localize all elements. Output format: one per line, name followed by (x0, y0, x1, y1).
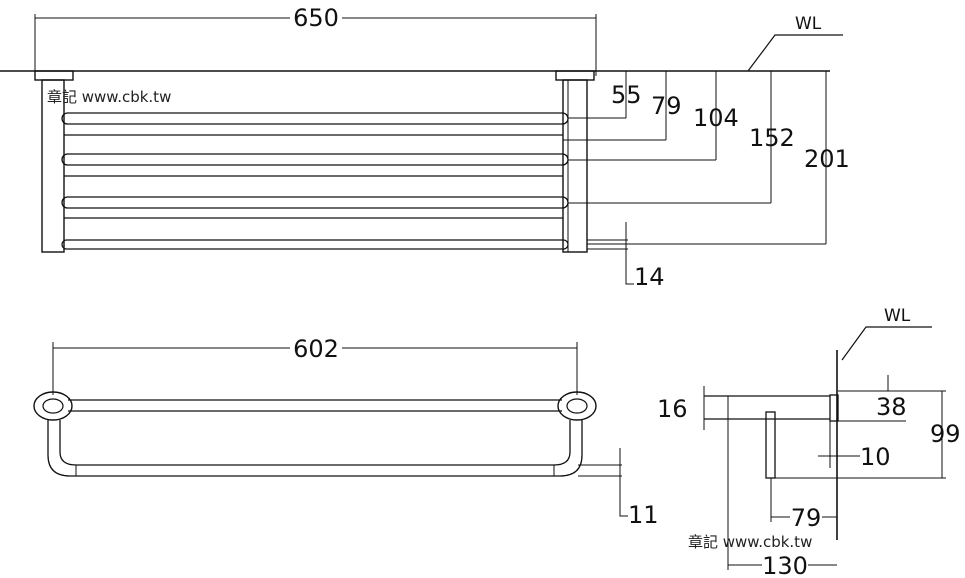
flange-right (557, 391, 597, 421)
post-right (562, 79, 588, 253)
height-79-label: 79 (651, 92, 682, 120)
front-view: WL 650 55 79 104 152 (0, 4, 850, 291)
height-201-label: 201 (804, 145, 850, 173)
offset-11-label: 11 (628, 501, 659, 529)
side-wl-leader (841, 326, 932, 361)
hanging-bar (765, 411, 776, 479)
flange-left-inner (42, 398, 64, 414)
width-650-label: 650 (293, 4, 339, 32)
side-130-label: 130 (762, 552, 808, 578)
height-152-label: 152 (749, 124, 795, 152)
bar-3 (61, 196, 569, 209)
bottom-14-label: 14 (634, 263, 665, 291)
bar-4 (61, 239, 569, 250)
bar-1 (61, 112, 569, 125)
width-602-label: 602 (293, 335, 339, 363)
post-left (41, 79, 65, 253)
bottom-view: 602 11 (33, 335, 659, 529)
flange-left (33, 391, 73, 421)
side-38-label: 38 (876, 393, 907, 421)
dim-14 (625, 222, 634, 285)
side-10-label: 10 (860, 443, 891, 471)
watermark-top: 章記 www.cbk.tw (47, 88, 171, 106)
height-55-label: 55 (611, 81, 642, 109)
wl-label-side: WL (884, 306, 911, 326)
height-104-label: 104 (693, 104, 739, 132)
bracket-left (34, 70, 74, 81)
side-99-label: 99 (930, 420, 961, 448)
wall-plate (829, 394, 839, 422)
u-bar-outer (47, 420, 583, 477)
dim-11 (619, 448, 628, 517)
flange-right-inner (566, 398, 588, 414)
side-79-label: 79 (791, 504, 822, 532)
watermark-bottom: 章記 www.cbk.tw (688, 533, 812, 551)
side-view: WL 16 38 99 10 79 130 章記 www.cbk.tw (657, 306, 961, 578)
u-bar-inner (59, 420, 571, 466)
wl-label-front: WL (795, 14, 822, 34)
side-16-label: 16 (657, 395, 688, 423)
wl-leader (747, 34, 843, 72)
bracket-right (555, 70, 595, 81)
bar-2 (61, 153, 569, 166)
